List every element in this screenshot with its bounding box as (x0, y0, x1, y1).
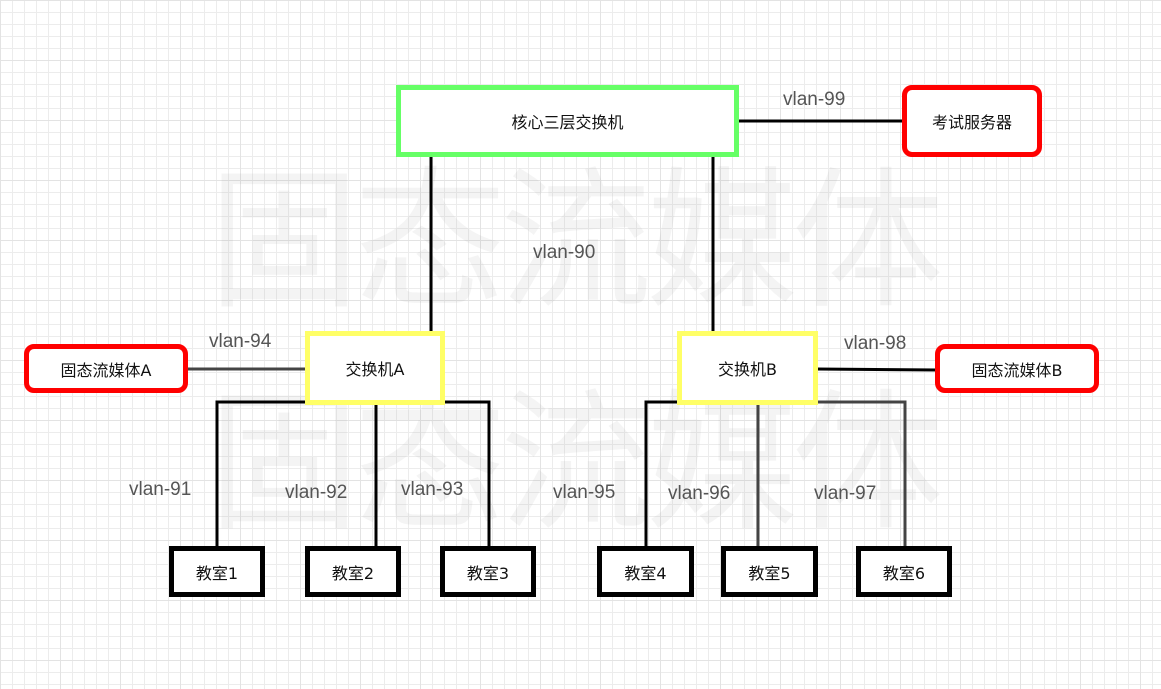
classroom-1-label: 教室1 (195, 563, 239, 583)
switch-a-node[interactable]: 交换机A (305, 331, 445, 405)
vlan-95-label: vlan-95 (553, 482, 616, 503)
classroom-4-label: 教室4 (624, 563, 667, 583)
switch-a-label: 交换机A (345, 360, 405, 379)
vlan-98-label: vlan-98 (844, 333, 907, 354)
switch-b-label: 交换机B (718, 360, 777, 379)
classroom-2-label: 教室2 (331, 563, 375, 583)
core-switch-label: 核心三层交换机 (511, 113, 624, 132)
classroom-2-node[interactable]: 教室2 (305, 546, 401, 597)
switch-b-node[interactable]: 交换机B (677, 331, 818, 405)
vlan-99-label: vlan-99 (783, 89, 846, 110)
link-switch-b-room6 (816, 400, 907, 548)
classroom-3-label: 教室3 (466, 563, 510, 583)
vlan-94-label: vlan-94 (209, 331, 272, 352)
media-b-label: 固态流媒体B (971, 360, 1063, 380)
classroom-6-label: 教室6 (882, 563, 926, 583)
vlan-90-label: vlan-90 (533, 242, 596, 263)
link-switch-b-room4 (644, 400, 679, 548)
core-switch-node[interactable]: 核心三层交换机 (396, 85, 739, 157)
classroom-5-node[interactable]: 教室5 (721, 546, 818, 597)
vlan-91-label: vlan-91 (129, 479, 192, 500)
watermark-top: 固态流媒体 (208, 153, 944, 330)
exam-server-label: 考试服务器 (931, 113, 1012, 132)
link-switch-a-room1 (215, 400, 305, 548)
media-a-node[interactable]: 固态流媒体A (24, 344, 188, 393)
link-switch-b-media-b (815, 367, 938, 372)
vlan-92-label: vlan-92 (285, 482, 348, 503)
media-a-label: 固态流媒体A (60, 360, 152, 380)
classroom-6-node[interactable]: 教室6 (856, 546, 952, 597)
link-switch-a-room3 (444, 400, 491, 548)
classroom-3-node[interactable]: 教室3 (440, 546, 536, 597)
vlan-97-label: vlan-97 (814, 483, 877, 504)
classroom-4-node[interactable]: 教室4 (597, 546, 694, 597)
classroom-5-label: 教室5 (748, 563, 791, 583)
vlan-93-label: vlan-93 (401, 479, 464, 500)
exam-server-node[interactable]: 考试服务器 (902, 85, 1042, 157)
vlan-96-label: vlan-96 (668, 483, 731, 504)
classroom-1-node[interactable]: 教室1 (169, 546, 265, 597)
media-b-node[interactable]: 固态流媒体B (935, 344, 1099, 393)
